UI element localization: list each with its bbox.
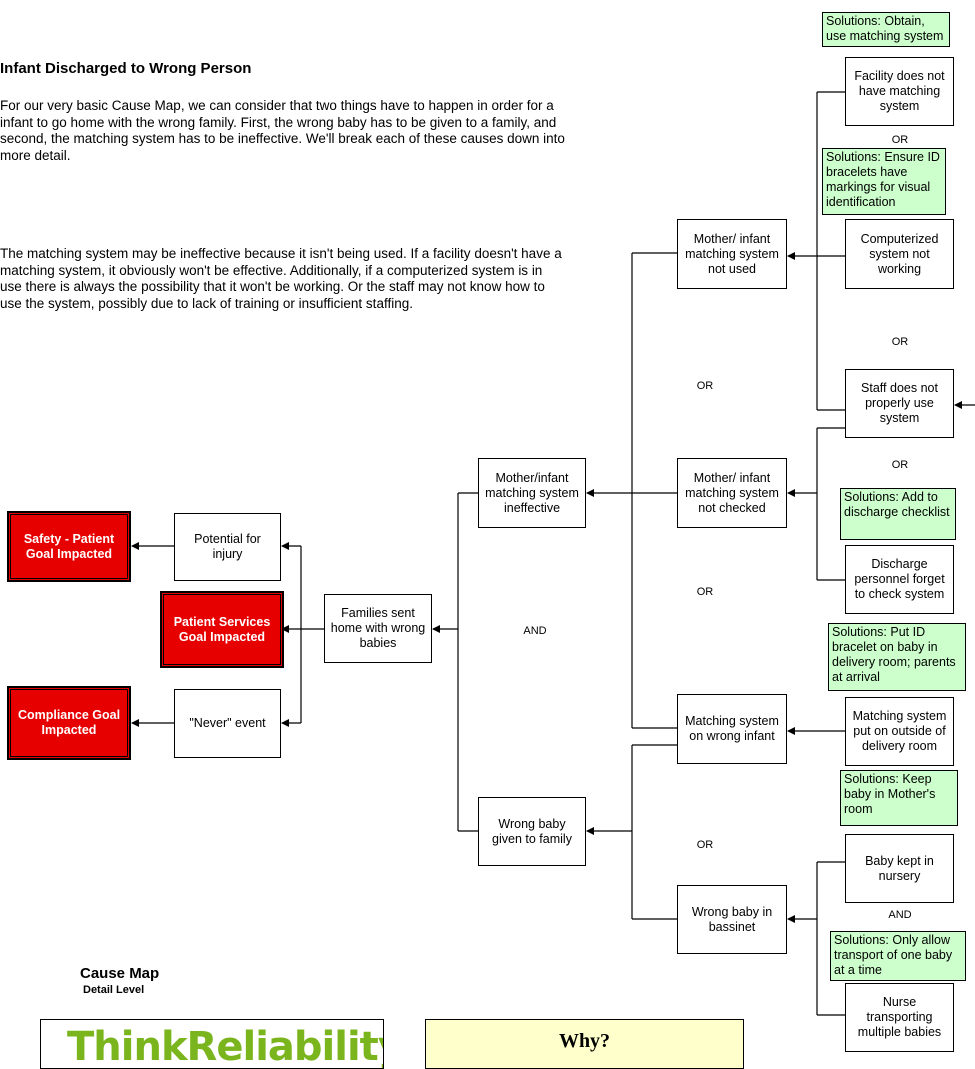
- solution-obtain-system: Solutions: Obtain, use matching system: [822, 12, 950, 47]
- connector-or-5: OR: [891, 336, 909, 348]
- node-staff-not-use: Staff does not properly use system: [845, 369, 954, 438]
- solution-delivery-room: Solutions: Put ID bracelet on baby in de…: [828, 623, 966, 691]
- impact-never-event: "Never" event: [174, 689, 281, 758]
- node-discharge-forget: Discharge personnel forget to check syst…: [845, 545, 954, 614]
- intro-paragraph-2: The matching system may be ineffective b…: [0, 246, 562, 311]
- node-matching-wrong-infant: Matching system on wrong infant: [677, 694, 787, 764]
- node-computer-not-working: Computerized system not working: [845, 219, 954, 289]
- cause-map-subtitle: Detail Level: [83, 984, 145, 996]
- goal-safety: Safety - Patient Goal Impacted: [7, 511, 131, 582]
- solution-one-baby: Solutions: Only allow transport of one b…: [830, 931, 966, 981]
- node-no-matching-system: Facility does not have matching system: [845, 57, 954, 126]
- connector-or-4: OR: [891, 134, 909, 146]
- node-matching-not-checked: Mother/ infant matching system not check…: [677, 458, 787, 528]
- node-families-sent-home: Families sent home with wrong babies: [324, 594, 432, 663]
- logo-frame: ThinkReliability: [40, 1019, 384, 1069]
- connector-or-1: OR: [696, 380, 714, 392]
- connector-or-2: OR: [696, 586, 714, 598]
- connector-or-6: OR: [891, 459, 909, 471]
- node-nurse-multiple-babies: Nurse transporting multiple babies: [845, 983, 954, 1052]
- impact-injury: Potential for injury: [174, 513, 281, 581]
- connector-and-2: AND: [888, 909, 912, 921]
- connector-and-main: AND: [523, 625, 547, 637]
- node-matching-not-used: Mother/ infant matching system not used: [677, 219, 787, 289]
- node-wrong-baby-bassinet: Wrong baby in bassinet: [677, 885, 787, 954]
- solution-discharge-checklist: Solutions: Add to discharge checklist: [840, 488, 956, 540]
- goal-compliance: Compliance Goal Impacted: [7, 686, 131, 760]
- why-label: Why?: [558, 1030, 611, 1052]
- solution-mothers-room: Solutions: Keep baby in Mother's room: [840, 770, 958, 826]
- page-title: Infant Discharged to Wrong Person: [0, 60, 252, 77]
- node-baby-in-nursery: Baby kept in nursery: [845, 834, 954, 903]
- why-box: Why?: [425, 1019, 744, 1069]
- solution-id-bracelets: Solutions: Ensure ID bracelets have mark…: [822, 148, 946, 215]
- node-matching-ineffective: Mother/infant matching system ineffectiv…: [478, 458, 586, 528]
- thinkreliability-logo: ThinkReliability: [67, 1024, 384, 1069]
- intro-paragraph-1: For our very basic Cause Map, we can con…: [0, 98, 565, 163]
- connector-or-3: OR: [696, 839, 714, 851]
- node-wrong-baby-given: Wrong baby given to family: [478, 797, 586, 866]
- node-outside-delivery-room: Matching system put on outside of delive…: [845, 697, 954, 766]
- goal-patient-services: Patient Services Goal Impacted: [160, 591, 284, 668]
- cause-map-title: Cause Map: [80, 965, 160, 982]
